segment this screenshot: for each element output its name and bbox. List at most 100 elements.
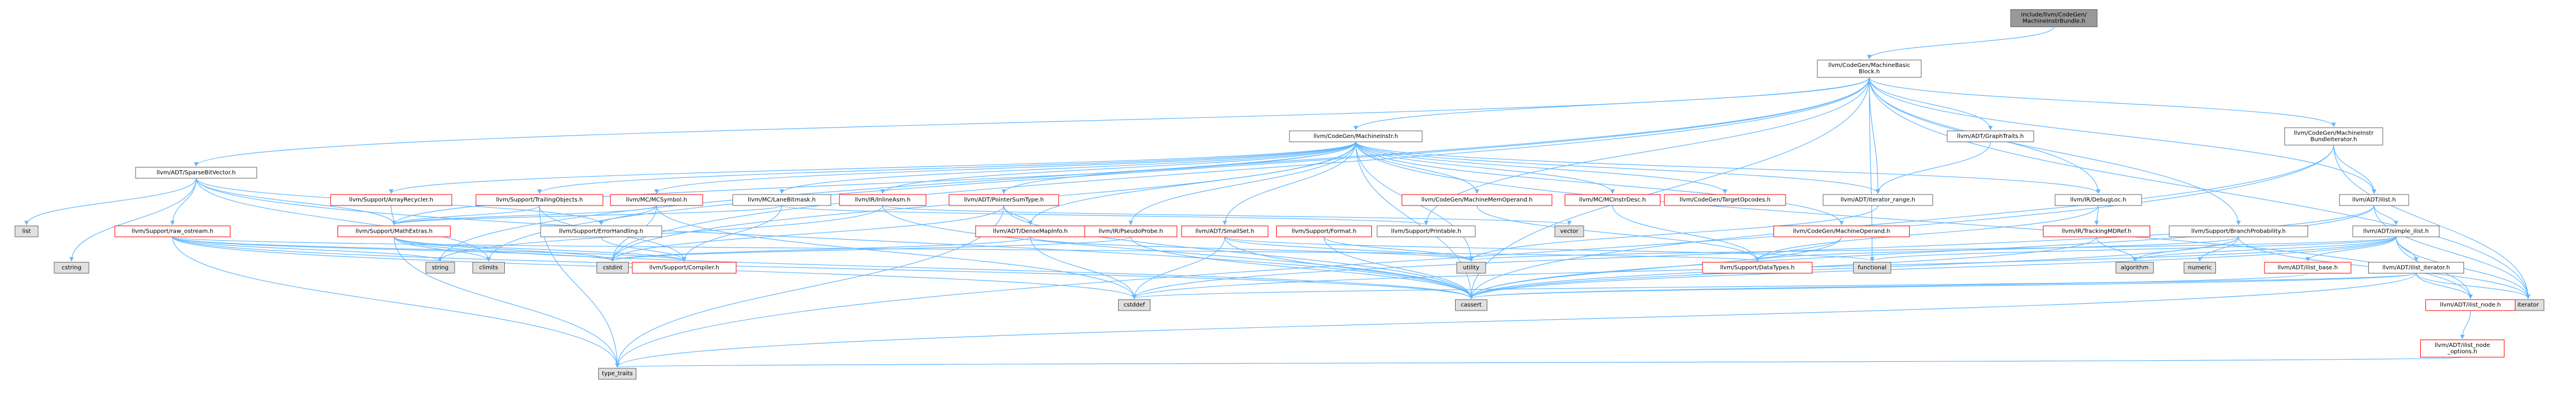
edge-rawostream-to-cassert <box>172 236 1473 299</box>
node-box <box>2264 261 2352 274</box>
node-box <box>1455 299 1487 311</box>
node-label: iterator <box>2517 302 2539 308</box>
node-typetraits[interactable]: type_traits <box>598 368 636 380</box>
node-sparsebit[interactable]: llvm/ADT/SparseBitVector.h <box>135 167 257 179</box>
edge-mi-to-lanebitmask <box>779 141 1356 194</box>
edge-root-to-mbb <box>1867 27 2054 59</box>
edge-sparsebit-to-rawostream <box>170 178 197 226</box>
edge-ilistiter-to-ilistnode <box>2416 273 2473 299</box>
node-trailingobjects[interactable]: llvm/Support/TrailingObjects.h <box>475 194 603 206</box>
node-list[interactable]: list <box>14 225 39 237</box>
edge-ilistnodeopts-to-typetraits <box>617 357 2463 368</box>
node-utility[interactable]: utility <box>1456 261 1486 274</box>
edge-mi-to-targetopcodes <box>1355 141 1727 194</box>
node-label: llvm/ADT/DenseMapInfo.h <box>993 228 1068 234</box>
node-pointersum[interactable]: llvm/ADT/PointerSumType.h <box>948 194 1059 206</box>
node-box <box>540 225 662 237</box>
edge-simpleilist-to-utility <box>1469 236 2397 262</box>
node-cassert[interactable]: cassert <box>1455 299 1487 311</box>
node-trackingmdref[interactable]: llvm/IR/TrackingMDRef.h <box>2043 225 2150 237</box>
node-iterator[interactable]: iterator <box>2512 299 2544 311</box>
node-box <box>1377 225 1476 237</box>
edge-densemapinfo-to-cstdint <box>610 236 1031 262</box>
edge-mi-to-arrayrecycler <box>389 141 1356 194</box>
node-ilistnodeopts[interactable]: llvm/ADT/ilist_node_options.h <box>2420 339 2504 358</box>
node-densemapinfo[interactable]: llvm/ADT/DenseMapInfo.h <box>975 225 1086 237</box>
node-ilistiter[interactable]: llvm/ADT/ilist_iterator.h <box>2368 261 2464 274</box>
node-branchprob[interactable]: llvm/Support/BranchProbability.h <box>2169 225 2308 237</box>
node-compiler[interactable]: llvm/Support/Compiler.h <box>632 261 737 274</box>
node-smallset[interactable]: llvm/ADT/SmallSet.h <box>1181 225 1269 237</box>
node-pseudoprobe[interactable]: llvm/IR/PseudoProbe.h <box>1084 225 1178 237</box>
node-root[interactable]: include/llvm/CodeGen/MachineInstrBundle.… <box>2010 9 2098 27</box>
node-printable[interactable]: llvm/Support/Printable.h <box>1377 225 1476 237</box>
edge-mi-to-debugloc <box>1355 141 2101 194</box>
node-machineoperand[interactable]: llvm/CodeGen/MachineOperand.h <box>1773 225 1910 237</box>
edge-lanebitmask-to-compiler <box>682 205 782 262</box>
node-box <box>1702 261 1813 274</box>
node-box <box>2284 127 2383 145</box>
node-box <box>2420 339 2504 358</box>
edge-machineoperand-to-cassert <box>1469 237 1842 299</box>
node-box <box>338 225 451 237</box>
node-inlineasm[interactable]: llvm/IR/InlineAsm.h <box>839 194 927 206</box>
node-format[interactable]: llvm/Support/Format.h <box>1276 225 1372 237</box>
edge-memoperand-to-datatypes <box>1476 205 1760 262</box>
node-errorhandling[interactable]: llvm/Support/ErrorHandling.h <box>540 225 662 237</box>
node-mcinstrdesc[interactable]: llvm/MC/MCInstrDesc.h <box>1565 194 1660 206</box>
node-functional[interactable]: functional <box>1853 261 1891 274</box>
node-box <box>1947 130 2034 143</box>
node-cstring[interactable]: cstring <box>54 261 89 274</box>
node-vector[interactable]: vector <box>1554 225 1584 237</box>
node-numeric[interactable]: numeric <box>2184 261 2216 274</box>
node-box <box>2184 261 2216 274</box>
node-graphtraits[interactable]: llvm/ADT/GraphTraits.h <box>1947 130 2034 143</box>
node-label: include/llvm/CodeGen/ <box>2021 12 2087 18</box>
node-label: functional <box>1858 264 1887 271</box>
node-rawostream[interactable]: llvm/Support/raw_ostream.h <box>114 225 231 237</box>
edge-iterrange-to-utility <box>1469 205 1878 262</box>
edge-densemapinfo-to-utility <box>1030 236 1473 262</box>
node-iterrange[interactable]: llvm/ADT/iterator_range.h <box>1823 194 1933 206</box>
node-label: llvm/Support/ArrayRecycler.h <box>349 197 433 203</box>
edge-trailingobjects-to-mathextras <box>392 205 540 226</box>
node-box <box>948 194 1059 206</box>
node-mcsymbol[interactable]: llvm/MC/MCSymbol.h <box>610 194 703 206</box>
node-label: llvm/ADT/ilist_node.h <box>2440 302 2501 308</box>
node-label: cstddef <box>1124 302 1145 308</box>
node-box <box>1181 225 1269 237</box>
node-algorithm[interactable]: algorithm <box>2116 261 2154 274</box>
node-ilistnode[interactable]: llvm/ADT/ilist_node.h <box>2425 299 2515 311</box>
node-arrayrecycler[interactable]: llvm/Support/ArrayRecycler.h <box>330 194 452 206</box>
edge-ilistiter-to-cassert <box>1469 272 2417 299</box>
node-climits[interactable]: climits <box>473 261 505 274</box>
edge-ilistbase-to-cassert <box>1469 272 2308 299</box>
node-debugloc[interactable]: llvm/IR/DebugLoc.h <box>2054 194 2142 206</box>
node-mi[interactable]: llvm/CodeGen/MachineInstr.h <box>1289 130 1423 143</box>
node-targetopcodes[interactable]: llvm/CodeGen/TargetOpcodes.h <box>1664 194 1786 206</box>
edge-simpleilist-to-ilistbase <box>2305 237 2397 262</box>
node-cstddef[interactable]: cstddef <box>1118 299 1150 311</box>
node-string[interactable]: string <box>425 261 455 274</box>
node-box <box>1853 261 1891 274</box>
node-box <box>473 261 505 274</box>
edge-pointersum-to-typetraits <box>615 205 1004 368</box>
node-box <box>1817 59 1922 78</box>
node-lanebitmask[interactable]: llvm/MC/LaneBitmask.h <box>732 194 831 206</box>
node-label: llvm/IR/InlineAsm.h <box>855 197 911 203</box>
edge-mcsymbol-to-mathextras <box>392 205 657 226</box>
node-label: llvm/Support/Printable.h <box>1391 228 1461 234</box>
node-datatypes[interactable]: llvm/Support/DataTypes.h <box>1702 261 1813 274</box>
node-ilistbase[interactable]: llvm/ADT/ilist_base.h <box>2264 261 2352 274</box>
node-label: llvm/ADT/GraphTraits.h <box>1957 133 2024 140</box>
node-ilist[interactable]: llvm/ADT/ilist.h <box>2339 194 2409 206</box>
node-label: cstdint <box>603 264 623 271</box>
node-box <box>135 167 257 179</box>
node-simpleilist[interactable]: llvm/ADT/simple_ilist.h <box>2352 225 2440 237</box>
node-label: llvm/Support/raw_ostream.h <box>132 228 213 234</box>
node-mibi[interactable]: llvm/CodeGen/MachineInstrBundleIterator.… <box>2284 127 2383 145</box>
node-mathextras[interactable]: llvm/Support/MathExtras.h <box>338 225 451 237</box>
node-memoperand[interactable]: llvm/CodeGen/MachineMemOperand.h <box>1401 194 1553 206</box>
node-cstdint[interactable]: cstdint <box>597 261 629 274</box>
